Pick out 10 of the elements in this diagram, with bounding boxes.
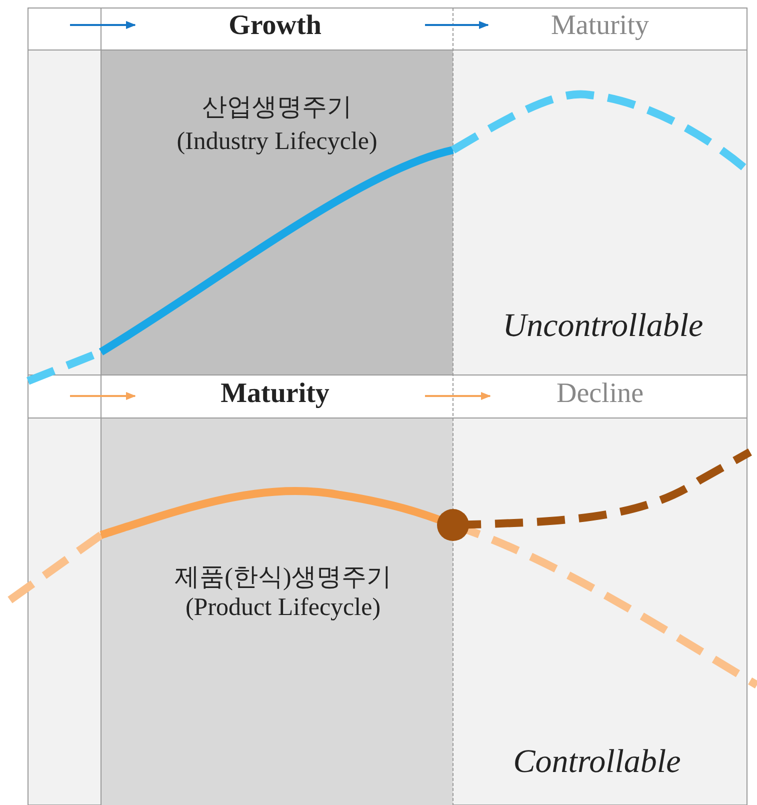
- panel-note: Uncontrollable: [502, 308, 704, 345]
- panel-title: (Product Lifecycle): [185, 594, 381, 622]
- panel-title: (Industry Lifecycle): [176, 128, 378, 156]
- stage-heading: Maturity: [220, 378, 330, 410]
- panel-note: Controllable: [513, 744, 681, 781]
- panel-title: 제품(한식)생명주기: [174, 563, 392, 593]
- stage-heading: Decline: [556, 378, 644, 410]
- stage-heading: Growth: [228, 10, 322, 42]
- stage-heading: Maturity: [551, 10, 649, 42]
- panel-title: 산업생명주기: [202, 93, 352, 123]
